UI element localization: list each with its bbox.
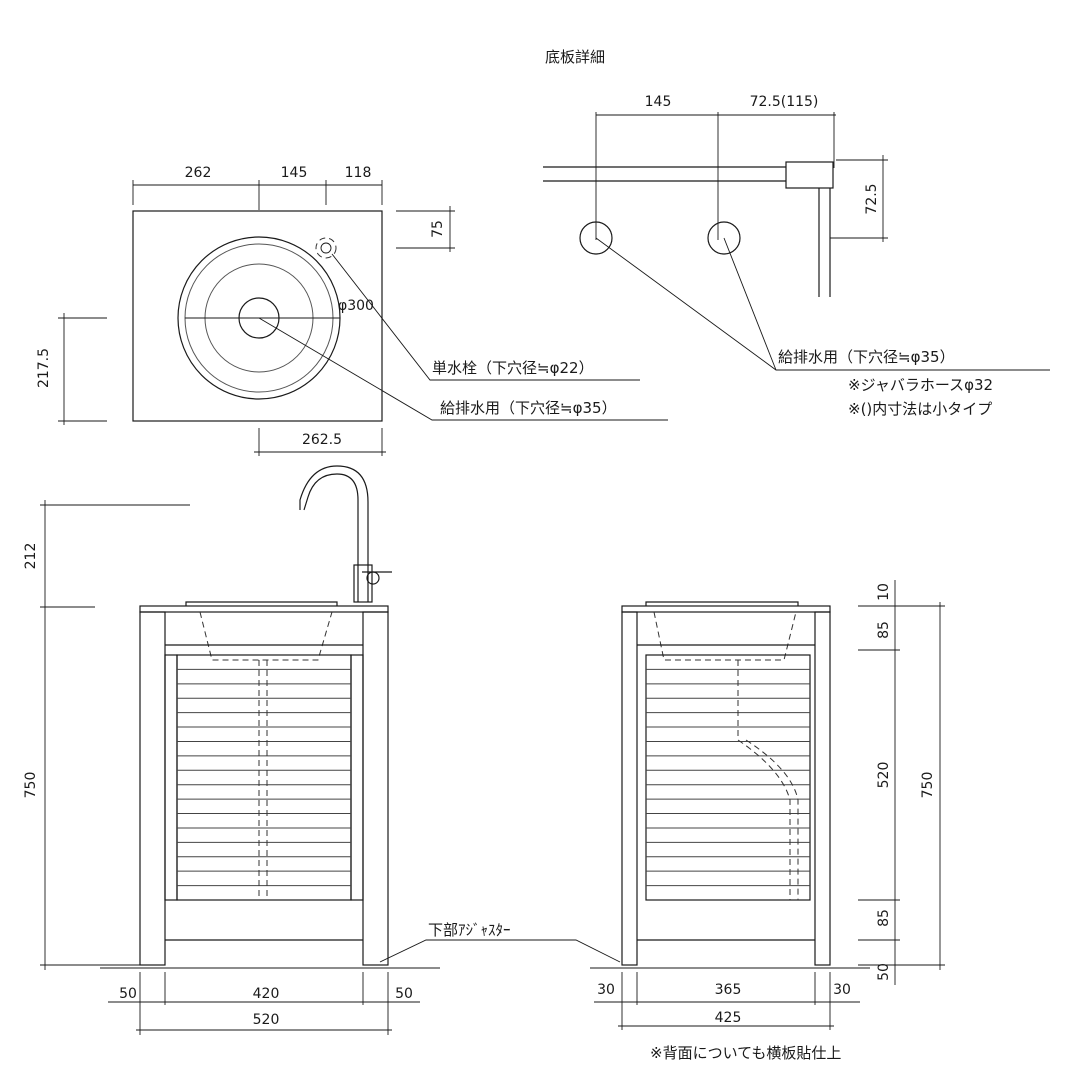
callout-drain-plan: 給排水用（下穴径≒φ35） xyxy=(440,399,617,417)
side-dim-365: 365 xyxy=(715,982,742,998)
detail-dim-72-5-115: 72.5(115) xyxy=(750,94,819,110)
side-dim-10: 10 xyxy=(876,583,892,601)
plan-dim-145: 145 xyxy=(281,165,308,181)
plan-dim-75: 75 xyxy=(430,220,446,238)
side-slats xyxy=(646,668,810,887)
detail-dim-145: 145 xyxy=(645,94,672,110)
front-dim-420: 420 xyxy=(253,986,280,1002)
note-jabara-hose: ※ジャバラホースφ32 xyxy=(848,376,993,394)
side-dim-425: 425 xyxy=(715,1010,742,1026)
side-dim-85-top: 85 xyxy=(876,621,892,639)
side-dim-750: 750 xyxy=(920,772,936,799)
front-dim-50-right: 50 xyxy=(395,986,413,1002)
side-dim-30-left: 30 xyxy=(597,982,615,998)
callout-adjuster: 下部ｱｼﾞｬｽﾀｰ xyxy=(428,921,511,939)
drawing-title: 底板詳細 xyxy=(545,48,605,66)
note-small-type: ※()内寸法は小タイプ xyxy=(848,400,992,418)
front-dim-212: 212 xyxy=(23,543,39,570)
side-dim-50: 50 xyxy=(876,963,892,981)
front-dim-750: 750 xyxy=(23,772,39,799)
detail-dim-72-5: 72.5 xyxy=(864,183,880,214)
plan-dim-262-5: 262.5 xyxy=(302,432,342,448)
side-dim-30-right: 30 xyxy=(833,982,851,998)
callout-single-faucet: 単水栓（下穴径≒φ22） xyxy=(432,359,594,377)
front-slats xyxy=(177,668,351,887)
side-dim-520: 520 xyxy=(876,762,892,789)
callout-drain-detail: 給排水用（下穴径≒φ35） xyxy=(778,348,955,366)
pipe-detail: 145 72.5(115) 72.5 給排水用（下穴径≒φ35） ※ジャバラホー… xyxy=(543,94,1050,418)
front-elevation: 212 750 50 420 50 xyxy=(23,465,621,1035)
note-back-finish: ※背面についても横板貼仕上 xyxy=(650,1044,841,1062)
front-dim-50-left: 50 xyxy=(119,986,137,1002)
plan-dim-118: 118 xyxy=(345,165,372,181)
side-elevation: 10 85 520 85 50 750 30 365 30 425 ※背面につい… xyxy=(590,580,945,1062)
plan-view: 262 145 118 75 217.5 262.5 φ300 単水栓（下穴径≒… xyxy=(36,165,668,456)
front-dim-520: 520 xyxy=(253,1012,280,1028)
plan-dim-217-5: 217.5 xyxy=(36,348,52,388)
plan-bowl-diameter: φ300 xyxy=(338,298,374,314)
side-dim-85-bottom: 85 xyxy=(876,909,892,927)
plan-dim-262: 262 xyxy=(185,165,212,181)
